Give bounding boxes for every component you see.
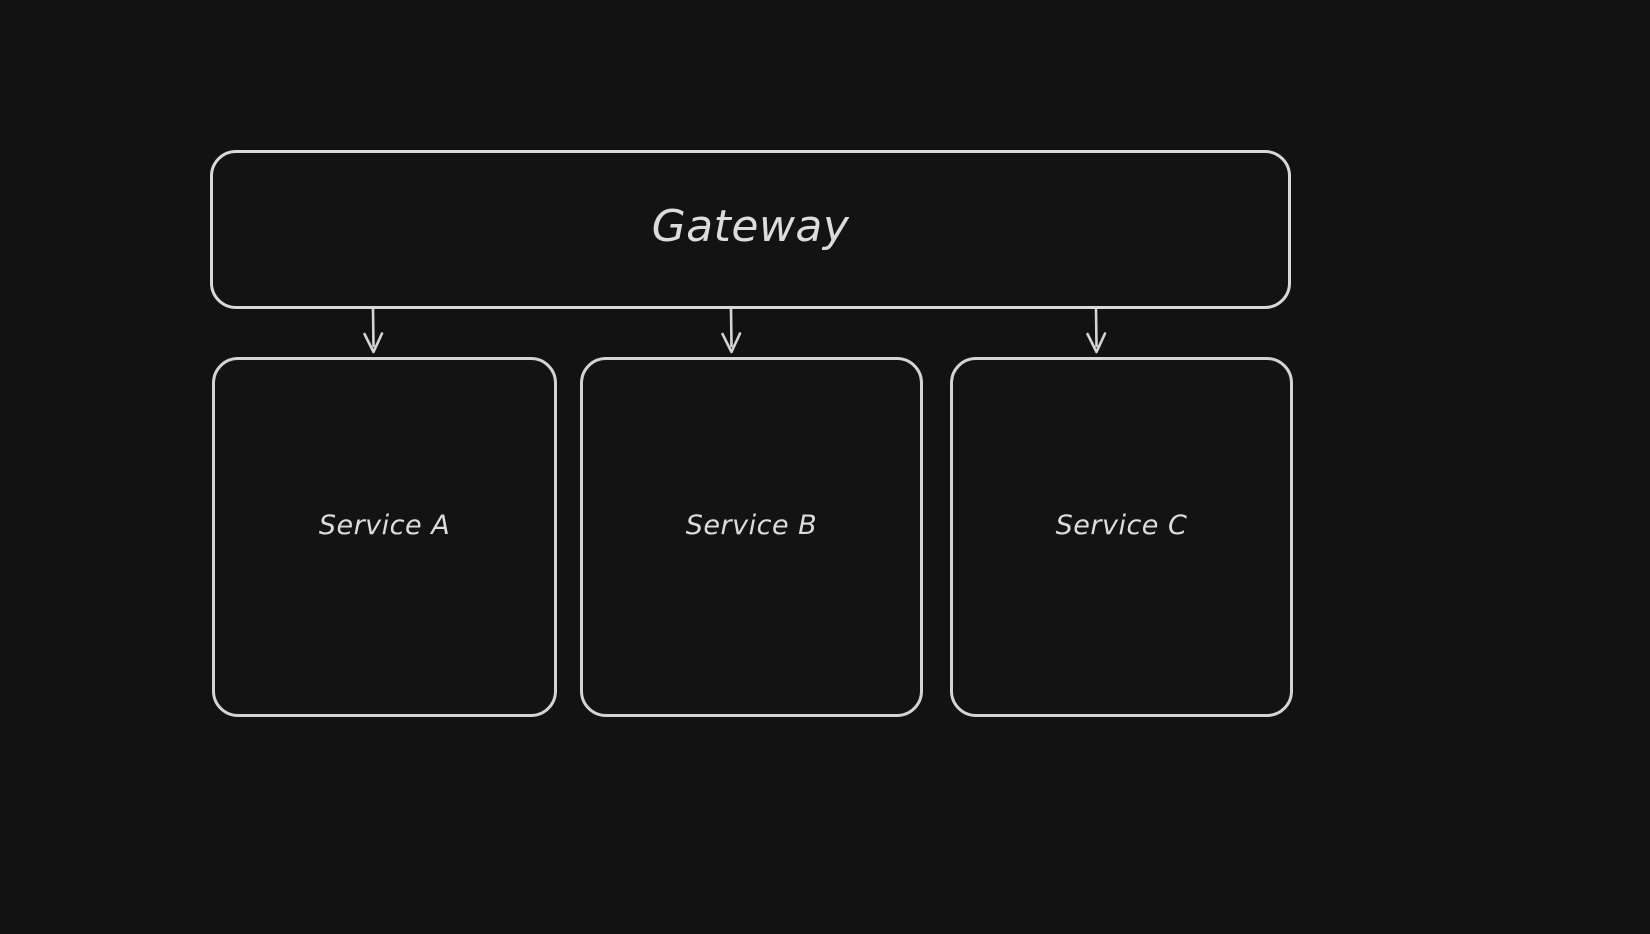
arrow-gateway-to-service-a (363, 307, 384, 354)
node-gateway-label: Gateway (651, 201, 850, 252)
node-service-c[interactable]: Service C (950, 357, 1293, 717)
node-service-a-label: Service A (318, 510, 451, 541)
node-service-a[interactable]: Service A (212, 357, 557, 717)
arrow-gateway-to-service-b (721, 307, 742, 354)
arrow-gateway-to-service-c (1086, 307, 1107, 354)
node-service-b[interactable]: Service B (580, 357, 923, 717)
node-service-c-label: Service C (1055, 510, 1188, 541)
node-service-b-label: Service B (685, 510, 818, 541)
node-gateway[interactable]: Gateway (210, 150, 1291, 309)
